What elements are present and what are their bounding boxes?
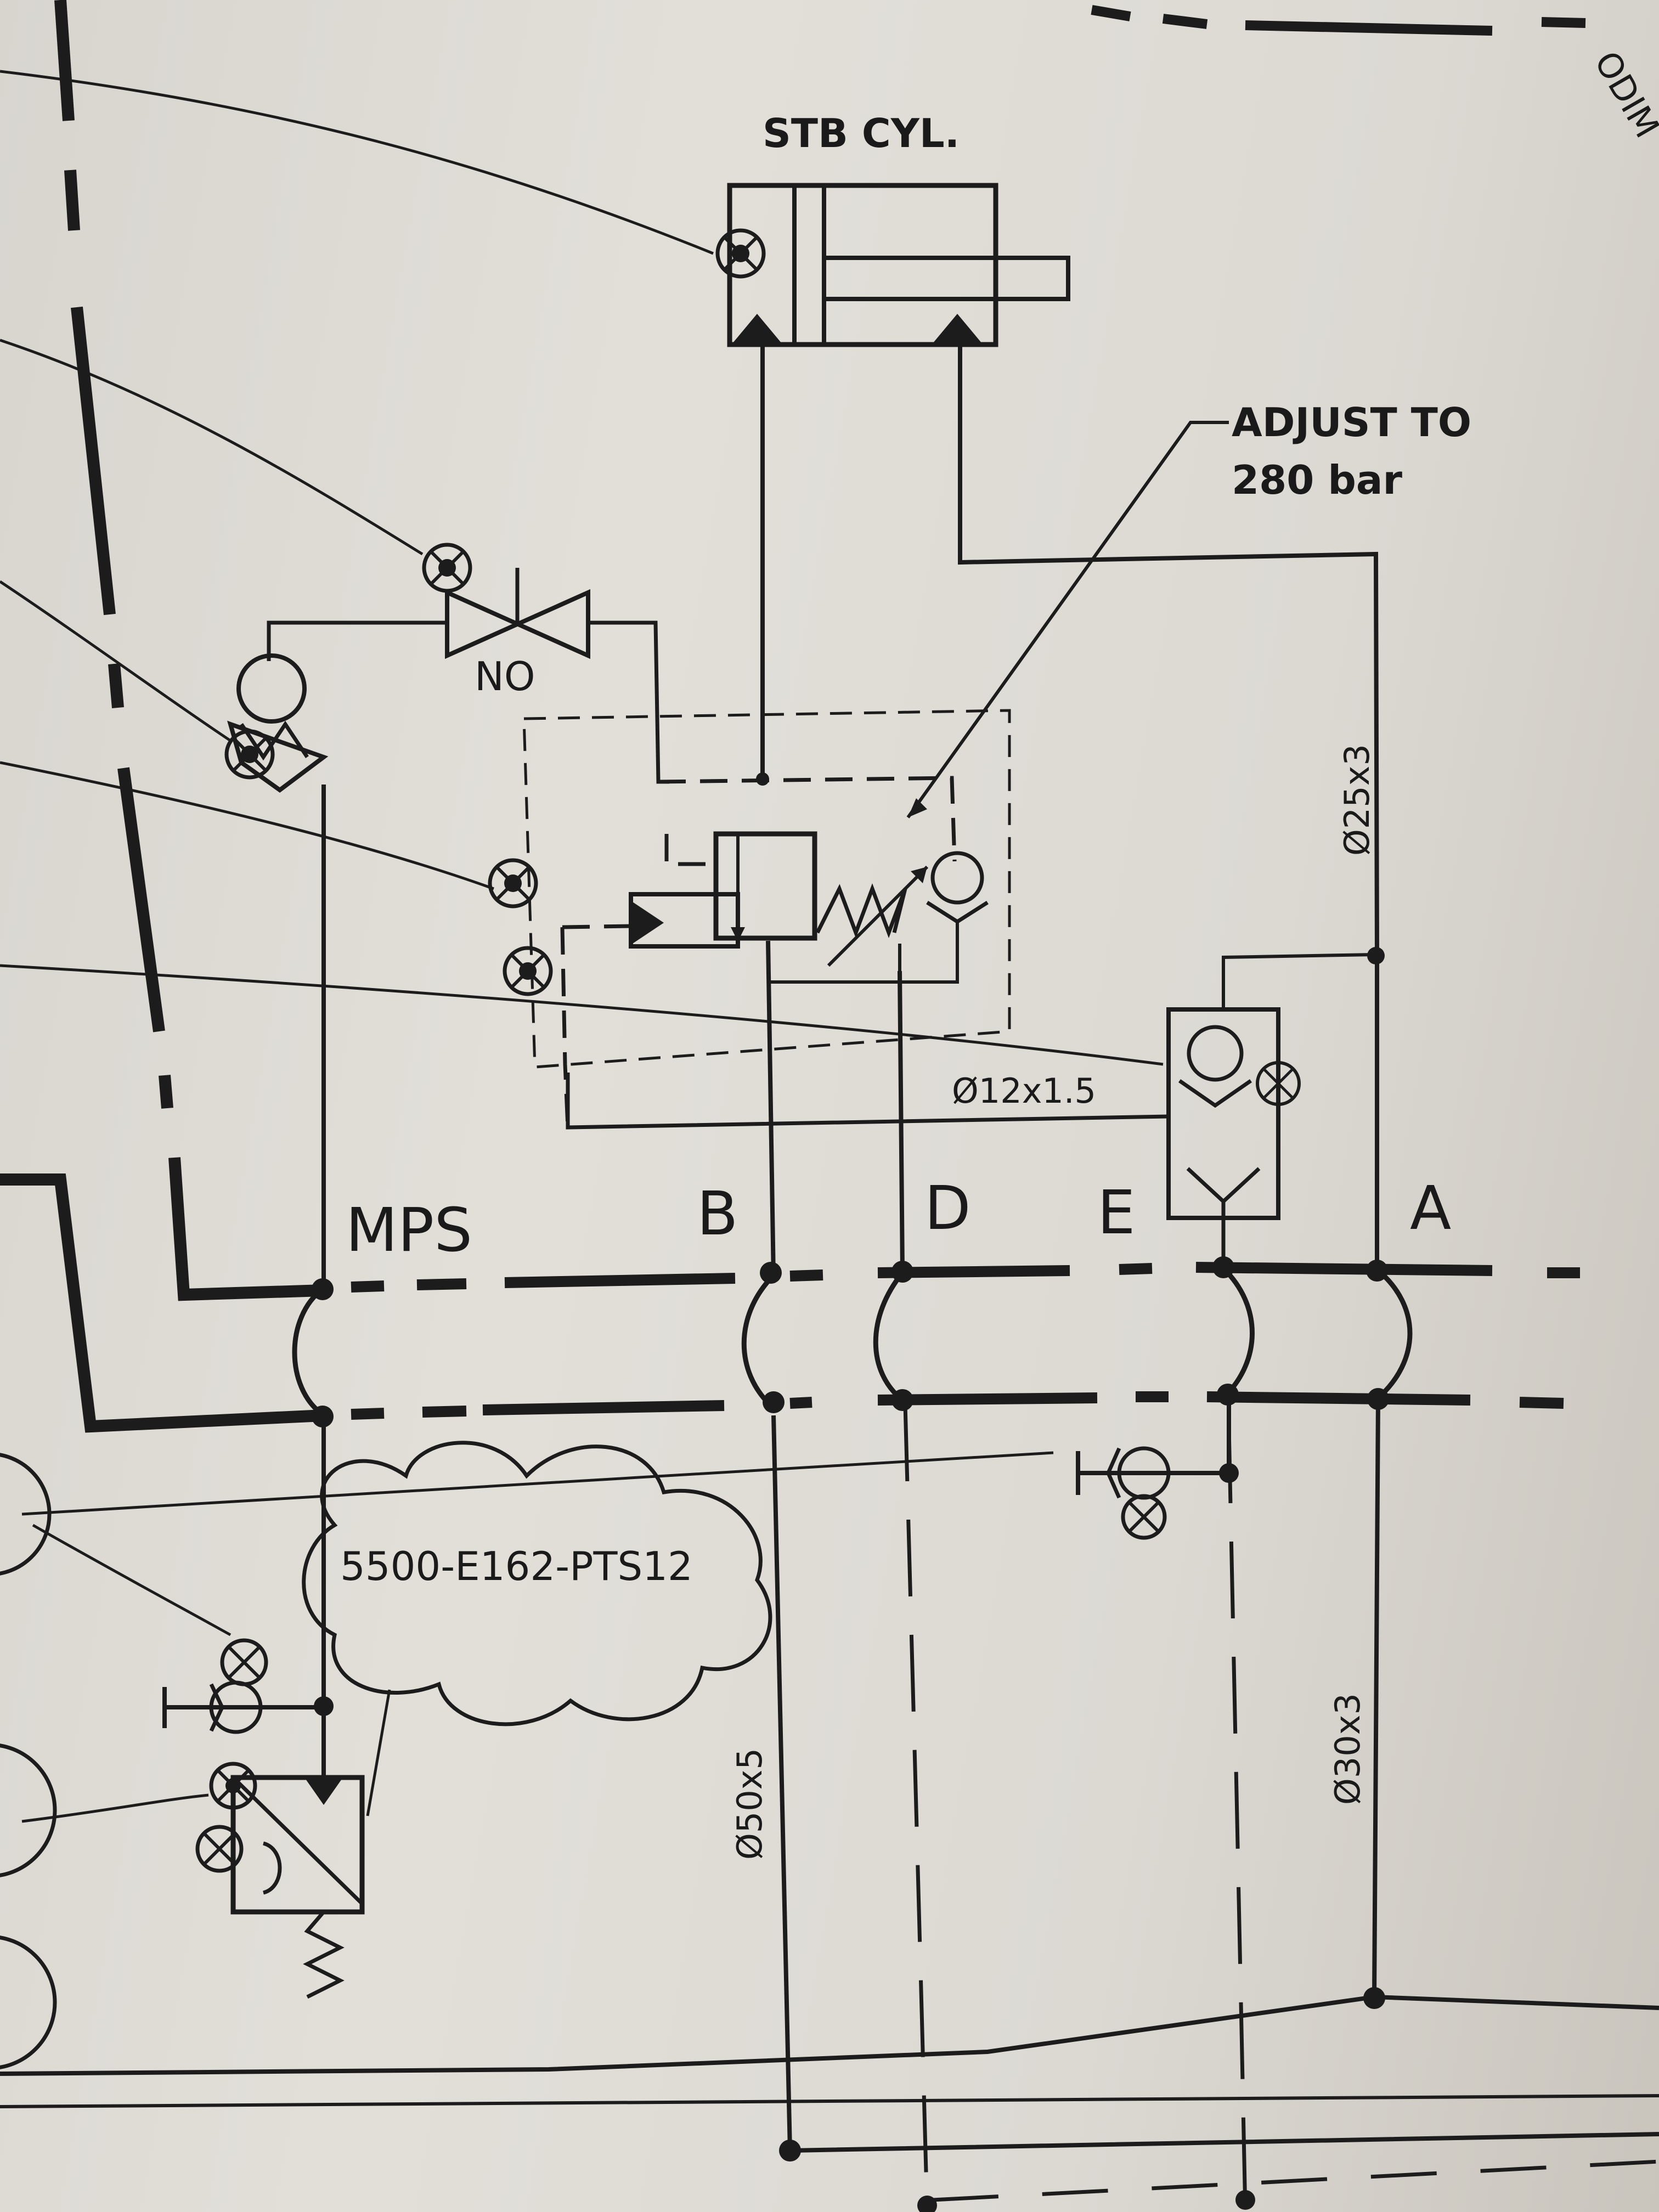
- check-valve-lower: [1076, 1398, 1239, 1540]
- stb-cylinder: [715, 183, 1070, 347]
- port-label-mps: MPS: [346, 1195, 472, 1265]
- pipe-size-30: Ø30x3: [1328, 1693, 1368, 1805]
- port-label-d: D: [924, 1173, 971, 1243]
- adjust-label-line1: ADJUST TO: [1232, 399, 1471, 445]
- pipe-size-50: Ø50x5: [730, 1748, 770, 1860]
- pilot-lines: [903, 1404, 1659, 2212]
- adjust-label-line2: 280 bar: [1232, 457, 1402, 503]
- leader-lines: [0, 70, 1164, 1823]
- port-label-e: E: [1097, 1177, 1136, 1248]
- left-boundary-line: [0, 0, 324, 1433]
- revision-cloud: [302, 1441, 772, 1816]
- corner-partial-text: ODIM: [1587, 44, 1659, 144]
- manifold-boundary: [292, 1256, 1580, 1427]
- stb-cyl-label: STB CYL.: [763, 110, 960, 156]
- pressure-lines: [0, 345, 1659, 2162]
- pipe-size-12: Ø12x1.5: [952, 1071, 1096, 1111]
- cloud-reference: 5500-E162-PTS12: [340, 1543, 693, 1589]
- left-edge-components: [0, 1453, 57, 2069]
- port-label-a: A: [1410, 1173, 1451, 1243]
- counterbalance-block: [488, 709, 1169, 1130]
- adjust-leader: [906, 421, 1229, 819]
- no-valve: NO: [267, 543, 669, 784]
- no-label: NO: [475, 653, 535, 699]
- gauge-relief-valve: [224, 653, 329, 793]
- port-label-b: B: [697, 1178, 738, 1249]
- top-border: [1091, 5, 1586, 36]
- check-valve-e: [1166, 947, 1385, 1268]
- pipe-size-25: Ø25x3: [1337, 744, 1377, 856]
- filter-assembly: [162, 1415, 365, 1999]
